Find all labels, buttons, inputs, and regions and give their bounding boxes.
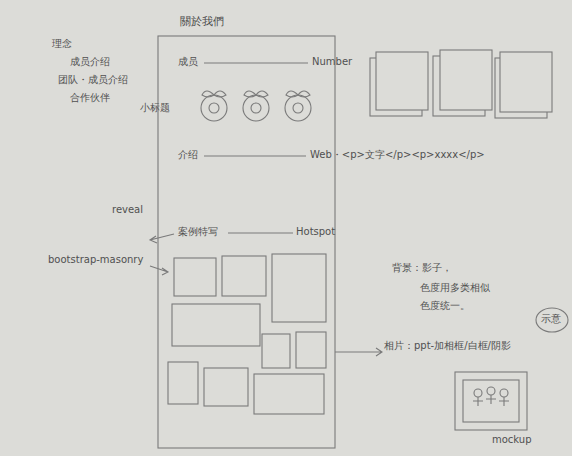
note-text: 背景：影子， [392,262,452,274]
leader-line [204,62,308,63]
note-text: 小标题 [140,102,170,114]
page-heading: 關於我們 [158,14,335,29]
note-text: 案例特写 [178,226,218,238]
note-text: bootstrap-masonry [48,254,143,266]
note-text: 相片：ppt-加相框/白框/阴影 [384,340,511,352]
note-text: 理念 [52,38,72,50]
note-text: 成员介绍 [70,56,110,68]
note-text: Hotspot [296,226,335,238]
note-text: Web・<p>文字</p><p>xxxx</p> [310,149,485,161]
icon-circles [201,91,311,121]
stacked-cards [370,50,552,118]
note-text: reveal [112,204,143,216]
masonry-grid [168,254,326,414]
page-column [158,36,335,448]
leader-line [228,232,293,233]
note-text: 示意 [541,313,561,325]
note-circle [536,308,568,332]
note-text: 成员 [178,56,198,68]
arrow-line [150,234,174,243]
leader-line [204,155,306,156]
note-text: 合作伙伴 [70,92,110,104]
note-text: 介绍 [178,149,198,161]
note-text: 团队・成员介绍 [58,74,128,86]
arrow-line [150,266,168,275]
arrow-line [335,348,382,356]
note-text: 色度用多类相似 [420,282,490,294]
note-text: 色度统一。 [420,300,470,312]
note-text: mockup [492,434,532,446]
note-text: Number [312,56,352,68]
photo-frame [455,372,527,430]
